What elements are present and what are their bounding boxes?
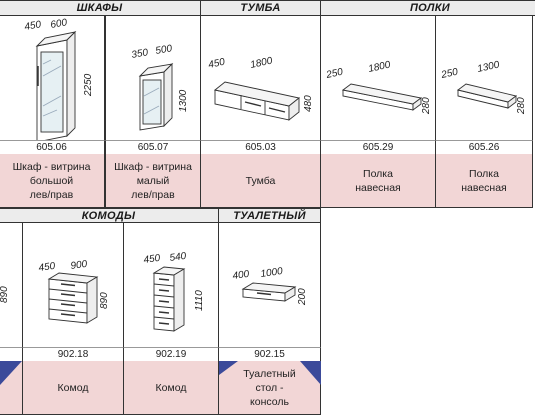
desc-line: консоль (250, 395, 289, 408)
desc-line: лев/прав (29, 188, 74, 201)
section-header-dressing: ТУАЛЕТНЫЙ СТОЛ (218, 208, 321, 236)
shelf-short-drawing: 250 1300 280 (439, 59, 527, 115)
section-header-chests: КОМОДЫ (0, 208, 219, 223)
desc-line: большой (29, 174, 74, 187)
stand-drawing: 450 1800 480 (207, 55, 314, 121)
desc-line: лев/прав (131, 188, 175, 201)
desc-line: стол - (255, 381, 284, 394)
section-title: КОМОДЫ (81, 210, 136, 222)
section-header-stand: ТУМБА (200, 0, 321, 16)
blue-corner-accents (0, 361, 321, 385)
wardrobe-large-drawing: 450 600 2250 (24, 17, 94, 143)
section-header-shelves: ПОЛКИ (320, 0, 535, 16)
desc-line: Полка (363, 167, 393, 180)
dim-height: 200 (297, 288, 308, 306)
dim-height: 2250 (83, 73, 94, 97)
image-cell-edge (532, 16, 535, 140)
dim-depth: 350 (131, 47, 150, 61)
chest-wide-drawing: 450 900 890 (38, 259, 110, 324)
dim-depth: 450 (38, 261, 56, 274)
code-90218: 902.18 (22, 347, 124, 361)
dim-width: 1800 (249, 55, 273, 70)
code-60506: 605.06 (0, 140, 105, 154)
dim-depth: 450 (207, 57, 226, 71)
desc-line: Полка (469, 167, 499, 180)
image-cell-90219: 450 540 1110 (123, 223, 219, 347)
code-90215: 902.15 (218, 347, 321, 361)
chest-tall-drawing: 450 540 1110 (143, 251, 205, 332)
image-cell-60526: 250 1300 280 (435, 16, 533, 140)
dim-height: 280 (516, 97, 527, 115)
image-cell-60506: 450 600 2250 (0, 16, 105, 143)
dim-width: 500 (155, 43, 174, 57)
desc-line: навесная (355, 181, 401, 194)
desc-60503: Тумба (200, 154, 321, 208)
dim-height: 280 (421, 97, 432, 115)
dim-height: 890 (99, 292, 110, 309)
image-cell-60507: 350 500 1300 (105, 16, 201, 140)
dim-width: 1300 (476, 59, 500, 74)
dim-width: 600 (50, 17, 69, 31)
section-title: ТУМБА (240, 2, 281, 14)
section-title: ШКАФЫ (76, 2, 123, 14)
code-60507: 605.07 (105, 140, 201, 154)
dressing-console-drawing: 400 1000 200 (232, 266, 308, 306)
code-60529: 605.29 (320, 140, 436, 154)
dim-depth: 250 (324, 67, 344, 82)
image-cell-90215: 400 1000 200 (218, 223, 321, 347)
code-90219: 902.19 (123, 347, 219, 361)
dim-width: 1800 (367, 59, 391, 74)
dim-height: 480 (303, 95, 314, 112)
desc-line: Шкаф - витрина (114, 160, 192, 173)
dim-width: 900 (70, 259, 88, 272)
section-header-wardrobes: ШКАФЫ (0, 0, 201, 16)
dim-height: 1110 (194, 290, 205, 311)
dim-depth: 450 (143, 253, 161, 266)
shelf-long-drawing: 250 1800 280 (324, 59, 432, 115)
partial-drawing: 890 (0, 286, 10, 303)
dim-height: 890 (0, 286, 10, 303)
image-cell-60529: 250 1800 280 (320, 16, 436, 140)
dim-width: 540 (169, 251, 187, 264)
desc-90219: Комод (123, 361, 219, 415)
code-partial (0, 347, 23, 361)
desc-line: Комод (155, 381, 187, 394)
desc-line: малый (136, 174, 170, 187)
desc-line: навесная (461, 181, 507, 194)
section-title: ПОЛКИ (409, 2, 451, 14)
accent-triangle (0, 361, 22, 385)
dim-depth: 250 (439, 67, 459, 82)
dim-depth: 450 (24, 19, 43, 33)
dim-height: 1300 (178, 89, 189, 112)
image-cell-90218: 450 900 890 (22, 223, 124, 347)
desc-line: Комод (57, 381, 89, 394)
wardrobe-small-drawing: 350 500 1300 (131, 43, 189, 131)
dim-width: 1000 (260, 266, 284, 280)
desc-line: Тумба (245, 174, 276, 187)
desc-line: Туалетный (243, 367, 296, 380)
accent-triangle (219, 361, 238, 375)
image-cell-60503: 450 1800 480 (200, 16, 321, 140)
dim-depth: 400 (232, 269, 250, 282)
accent-triangle (300, 361, 321, 385)
code-60503: 605.03 (200, 140, 321, 154)
image-cell-partial: 890 (0, 223, 23, 347)
desc-line: Шкаф - витрина (12, 160, 91, 173)
code-60526: 605.26 (435, 140, 533, 154)
